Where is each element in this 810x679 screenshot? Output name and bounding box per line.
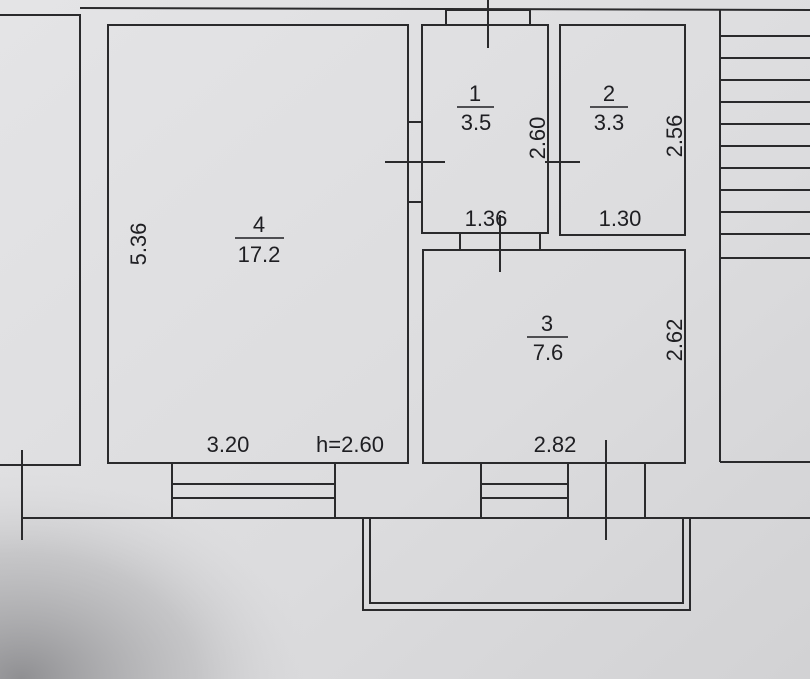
room-area: 7.6 [533, 340, 564, 365]
room-area: 3.5 [461, 110, 492, 135]
room-dimension: 2.56 [662, 115, 687, 158]
room-area: 3.3 [594, 110, 625, 135]
room-4-label: 4 17.2 5.36 3.20 h=2.60 [126, 212, 384, 457]
room-dimension: 2.60 [525, 117, 550, 160]
room-number: 1 [469, 81, 481, 106]
window-room-4 [171, 462, 336, 519]
paper-shadow [0, 380, 420, 679]
room-area: 17.2 [238, 242, 281, 267]
room-dimension: 2.62 [662, 319, 687, 362]
balcony-inner [369, 517, 684, 604]
ceiling-height: h=2.60 [316, 432, 384, 457]
room-dimension: 1.30 [599, 206, 642, 231]
room-number: 2 [603, 81, 615, 106]
room-dimension: 5.36 [126, 223, 151, 266]
room-dimension: 1.36 [465, 206, 508, 231]
room-3-label: 3 7.6 2.62 2.82 [527, 311, 687, 457]
windows-and-doors [171, 0, 691, 611]
room-dimension: 2.82 [534, 432, 577, 457]
room-1-label: 1 3.5 2.60 1.36 [457, 81, 550, 231]
room-2-outline [559, 24, 686, 236]
room-dimension: 3.20 [207, 432, 250, 457]
room-number: 4 [253, 212, 265, 237]
staircase [720, 35, 810, 235]
room-number: 3 [541, 311, 553, 336]
room-2-label: 2 3.3 2.56 1.30 [590, 81, 687, 231]
